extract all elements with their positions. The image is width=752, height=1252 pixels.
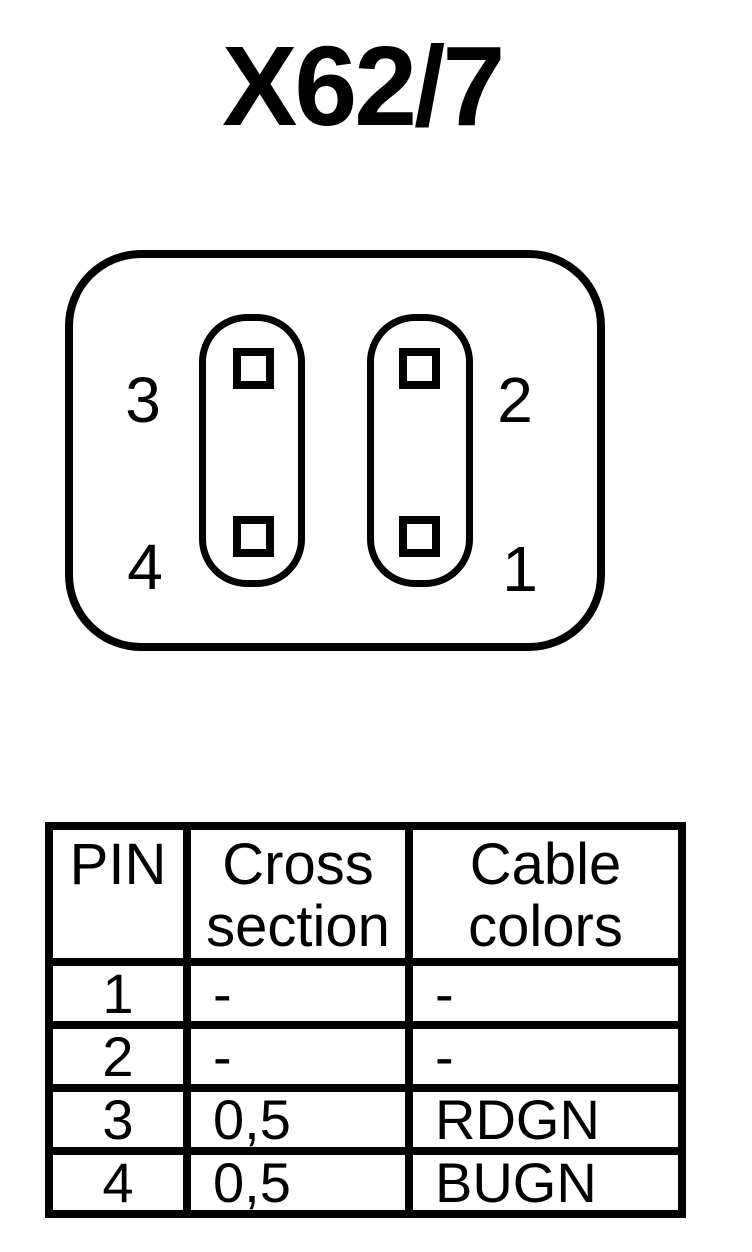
connector-title: X62/7 (222, 23, 505, 149)
cell-cross-section: 0,5 (183, 1084, 413, 1155)
pin-assignment-table: PIN Cross section Cable colors 1 - - 2 -… (45, 822, 686, 1218)
cell-cable-colors: RDGN (405, 1084, 686, 1155)
pin-2-contact-square (399, 348, 440, 389)
table-row: 3 0,5 RDGN (45, 1084, 686, 1155)
cell-pin: 1 (45, 958, 191, 1029)
pin-label-4: 4 (127, 531, 163, 603)
cell-cable-colors: BUGN (405, 1147, 686, 1218)
cell-cross-section: 0,5 (183, 1147, 413, 1218)
table-row: 4 0,5 BUGN (45, 1147, 686, 1218)
cell-pin: 4 (45, 1147, 191, 1218)
header-cross-section: Cross section (183, 822, 413, 966)
cell-cross-section: - (183, 958, 413, 1029)
pin-1-contact-square (399, 516, 440, 557)
table-row: 1 - - (45, 958, 686, 1029)
header-cable-colors: Cable colors (405, 822, 686, 966)
connector-housing-outline (65, 250, 605, 651)
pin-4-contact-square (233, 516, 274, 557)
cell-cable-colors: - (405, 1021, 686, 1092)
cell-cross-section: - (183, 1021, 413, 1092)
table-header-row: PIN Cross section Cable colors (45, 822, 686, 966)
cell-pin: 2 (45, 1021, 191, 1092)
pin-3-contact-square (233, 348, 274, 389)
pin-label-3: 3 (125, 364, 161, 436)
table-row: 2 - - (45, 1021, 686, 1092)
header-pin: PIN (45, 822, 191, 966)
cell-pin: 3 (45, 1084, 191, 1155)
pin-label-2: 2 (497, 364, 533, 436)
cell-cable-colors: - (405, 958, 686, 1029)
pin-label-1: 1 (502, 533, 538, 605)
